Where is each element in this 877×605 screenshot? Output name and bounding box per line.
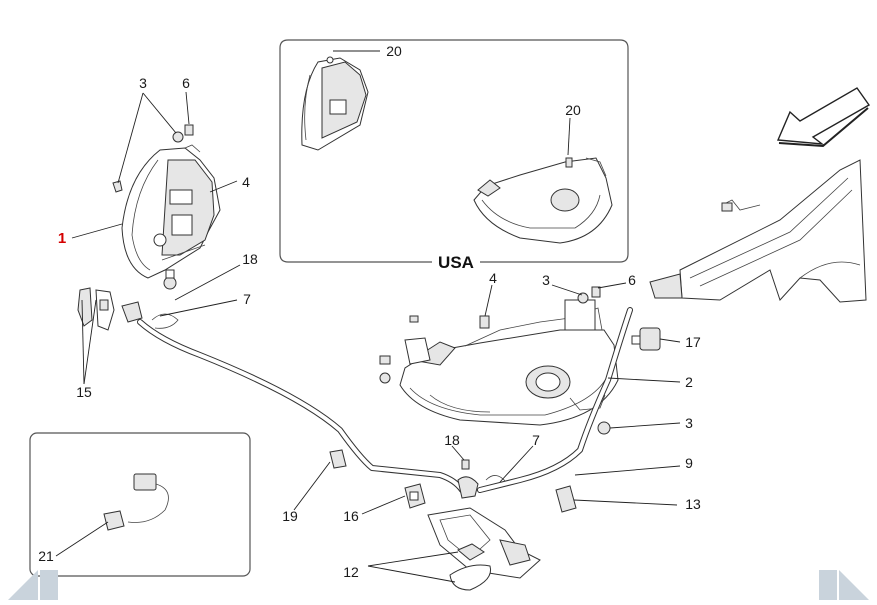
callout-3-mid: 3: [542, 272, 550, 288]
callout-2: 2: [685, 374, 693, 390]
callout-6-top: 6: [182, 75, 190, 91]
bolt-6-mid: [591, 286, 601, 298]
callout-13: 13: [685, 496, 701, 512]
sensor-inset: [29, 432, 251, 577]
screw-3-right: [597, 421, 611, 435]
callout-19: 19: [282, 508, 298, 524]
usa-headlamp-side-view: [301, 56, 369, 151]
bracket-16: [404, 483, 426, 509]
callout-12: 12: [343, 564, 359, 580]
bolt-6-top: [184, 124, 194, 136]
next-page-button[interactable]: [817, 566, 877, 600]
bolt-4-mid: [479, 315, 490, 329]
headlamp-assembly-left: [121, 144, 221, 279]
screw-3-left: [112, 180, 123, 193]
callout-20-a: 20: [386, 43, 402, 59]
clip-18-mid: [461, 459, 470, 470]
cap-12-bottom: [449, 564, 492, 591]
sensor-21: [103, 473, 169, 531]
callout-18-left: 18: [242, 251, 258, 267]
usa-inset: USA: [279, 39, 629, 272]
washer-pipe-9: [477, 307, 633, 493]
front-fender: [649, 159, 867, 303]
callout-17: 17: [685, 334, 701, 350]
callout-7-left: 7: [243, 291, 251, 307]
screw-3-top: [172, 131, 184, 143]
usa-inset-title: USA: [438, 253, 474, 272]
bracket-13: [555, 485, 577, 513]
callout-16: 16: [343, 508, 359, 524]
wiring-harness: [137, 319, 465, 493]
connector-19: [329, 449, 347, 469]
screw-3-mid: [577, 292, 589, 304]
headlamp-assembly-main: [399, 299, 619, 426]
callout-15: 15: [76, 384, 92, 400]
callout-21: 21: [38, 548, 54, 564]
sensor-17: [631, 327, 661, 351]
callouts: 1 2 3 3 3 4 4 6 6 7 7 9 12 13 15 16 17 1…: [38, 43, 701, 580]
usa-headlamp-front-view: [473, 157, 613, 244]
leader-lines: [55, 91, 681, 583]
callout-18-mid: 18: [444, 432, 460, 448]
callout-4-mid: 4: [489, 270, 497, 286]
chevron-left-icon: [8, 570, 58, 600]
callout-1: 1: [58, 230, 66, 247]
callout-4-top: 4: [242, 174, 250, 190]
mount-nut-left: [163, 269, 177, 290]
cap-12-top: [457, 543, 485, 561]
bracket-15: [77, 287, 115, 331]
previous-page-button[interactable]: [0, 566, 60, 600]
mount-nut-main: [379, 355, 391, 384]
chevron-right-icon: [819, 570, 869, 600]
connector-7-left: [121, 301, 179, 329]
callout-9: 9: [685, 455, 693, 471]
callout-3-top: 3: [139, 75, 147, 91]
callout-20-b: 20: [565, 102, 581, 118]
callout-7-mid: 7: [532, 432, 540, 448]
callout-6-mid: 6: [628, 272, 636, 288]
callout-3-right: 3: [685, 415, 693, 431]
direction-arrow-icon: [776, 87, 871, 148]
mount-bracket-left-main: [404, 315, 431, 365]
